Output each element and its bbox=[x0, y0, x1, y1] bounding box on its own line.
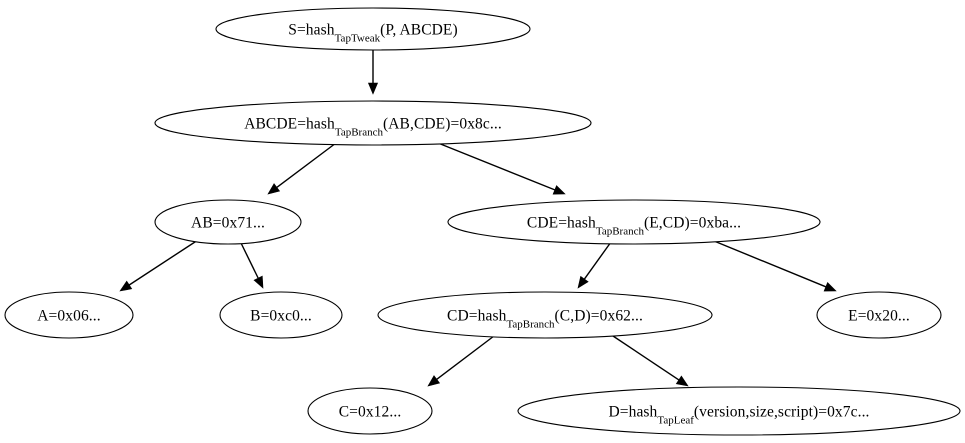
edge-ab-to-a bbox=[119, 239, 199, 292]
arrowhead-icon bbox=[267, 183, 281, 195]
edge-ab-to-b bbox=[240, 242, 264, 289]
arrowhead-icon bbox=[119, 280, 133, 292]
edge-line bbox=[583, 241, 612, 280]
arrowhead-icon bbox=[253, 275, 264, 289]
edge-line bbox=[436, 335, 495, 380]
node-ab[interactable] bbox=[154, 199, 302, 245]
edge-cd-to-c bbox=[427, 335, 495, 387]
arrowhead-icon bbox=[427, 375, 441, 387]
node-d[interactable] bbox=[517, 386, 961, 436]
edge-cd-to-d bbox=[612, 335, 689, 387]
arrowhead-icon bbox=[675, 375, 689, 387]
node-s[interactable] bbox=[215, 7, 531, 51]
edge-layer bbox=[119, 50, 837, 387]
edge-line bbox=[240, 242, 259, 279]
node-cd[interactable] bbox=[377, 291, 713, 339]
edge-line bbox=[276, 142, 337, 188]
edge-line bbox=[128, 239, 199, 286]
arrowhead-icon bbox=[577, 275, 589, 289]
edge-s-to-abcde bbox=[367, 50, 379, 95]
edge-line bbox=[612, 335, 680, 381]
edge-abcde-to-cde bbox=[437, 142, 566, 195]
arrowhead-icon bbox=[823, 282, 837, 292]
node-cde[interactable] bbox=[447, 199, 821, 245]
node-abcde[interactable] bbox=[154, 100, 592, 146]
edge-line bbox=[437, 142, 556, 191]
edge-cde-to-cd bbox=[577, 241, 612, 289]
node-a[interactable] bbox=[4, 291, 134, 339]
edge-line bbox=[713, 240, 827, 288]
node-e[interactable] bbox=[816, 291, 942, 339]
arrowhead-icon bbox=[367, 82, 379, 95]
edge-abcde-to-ab bbox=[267, 142, 337, 195]
node-layer bbox=[4, 7, 961, 436]
node-c[interactable] bbox=[307, 387, 433, 435]
node-b[interactable] bbox=[219, 291, 343, 339]
arrowhead-icon bbox=[552, 185, 566, 195]
edge-cde-to-e bbox=[713, 240, 837, 292]
